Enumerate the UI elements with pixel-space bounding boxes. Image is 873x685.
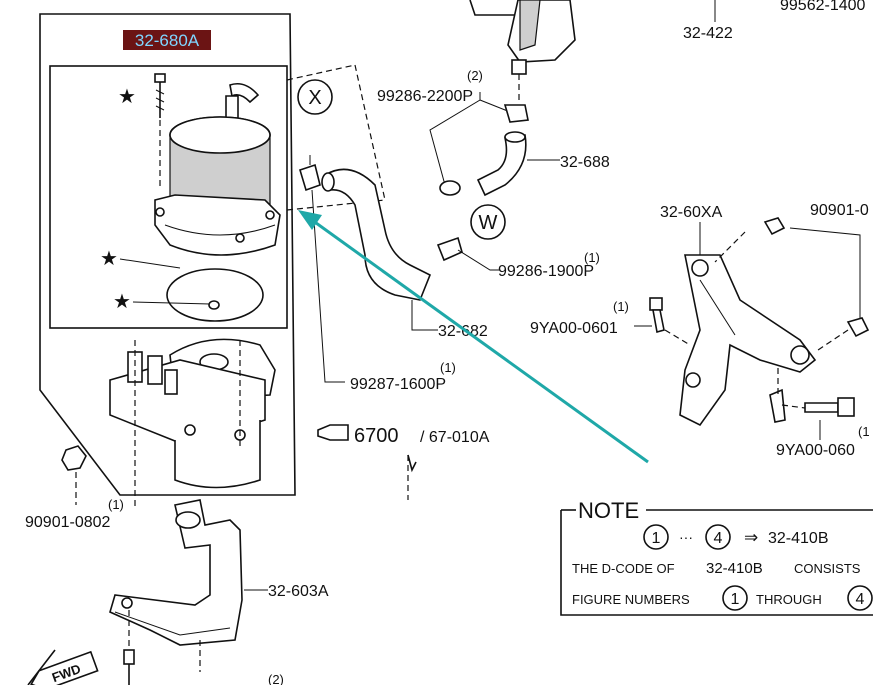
- note-dots: ···: [679, 529, 693, 545]
- note-box: NOTE 1 ··· 4 ⇒ 32-410B THE D-CODE OF 32-…: [560, 498, 873, 616]
- bracket-32-60xa[interactable]: [679, 254, 817, 427]
- hose-32-682[interactable]: [299, 163, 432, 301]
- label-99286-1900p[interactable]: 99286-1900P: [498, 263, 594, 280]
- header-code-background: [123, 30, 211, 50]
- nut[interactable]: [763, 217, 786, 236]
- qty-9ya00-060: (1: [858, 424, 870, 439]
- motor-pump[interactable]: [154, 82, 281, 256]
- hose-32-688[interactable]: [476, 131, 527, 197]
- qty-9ya00-0601: (1): [613, 299, 629, 314]
- label-99286-2200p[interactable]: 99286-2200P: [377, 88, 473, 105]
- note-line2-a: THE D-CODE OF: [572, 561, 675, 576]
- label-99562[interactable]: 99562-1400: [780, 0, 866, 14]
- label-6700[interactable]: 6700: [354, 425, 399, 447]
- star-icon: ★: [118, 86, 136, 108]
- callout-x[interactable]: X: [297, 79, 333, 115]
- qty-99287: (1): [440, 360, 456, 375]
- subassembly-box: [49, 65, 288, 329]
- connector-icon: [317, 424, 349, 441]
- label-32-60xa[interactable]: 32-60XA: [660, 204, 723, 221]
- bolt-9ya00-060[interactable]: [769, 388, 855, 423]
- reservoir-32-422[interactable]: [469, 0, 576, 100]
- note-target[interactable]: 32-410B: [768, 530, 829, 547]
- pointer-arrow: [298, 210, 649, 464]
- label-9ya00-060[interactable]: 9YA00-060: [776, 442, 855, 459]
- label-32-688[interactable]: 32-688: [560, 154, 610, 171]
- note-circle-4: 4: [714, 530, 723, 547]
- svg-text:W: W: [479, 212, 498, 234]
- qty-99286-1900: (1): [584, 250, 600, 265]
- callout-w[interactable]: W: [470, 204, 506, 240]
- bolt-9ya00-0601[interactable]: [649, 297, 665, 334]
- hydraulic-unit[interactable]: [109, 338, 276, 510]
- note-line3-b: 1: [731, 591, 740, 608]
- assembly-32-680a: 32-680A ★ ★ ★: [39, 13, 296, 510]
- note-circle-1: 1: [652, 530, 661, 547]
- hose-clamp[interactable]: [436, 236, 463, 262]
- note-line2-b[interactable]: 32-410B: [706, 560, 763, 577]
- label-67-010a[interactable]: / 67-010A: [420, 429, 490, 446]
- qty-99286-2200: (2): [467, 68, 483, 83]
- note-arrow: ⇒: [744, 528, 758, 547]
- label-9ya00-0601[interactable]: 9YA00-0601: [530, 320, 618, 337]
- svg-text:X: X: [308, 87, 321, 109]
- bracket-32-603a[interactable]: [109, 499, 243, 646]
- qty-90901-0802: (1): [108, 497, 124, 512]
- header-code[interactable]: 32-680A: [135, 31, 200, 50]
- gasket[interactable]: [166, 268, 264, 322]
- qty-bottom: (2): [268, 672, 284, 685]
- label-32-682[interactable]: 32-682: [438, 323, 488, 340]
- note-line3-a: FIGURE NUMBERS: [572, 592, 690, 607]
- label-99287-1600p[interactable]: 99287-1600P: [350, 376, 446, 393]
- note-line3-c: THROUGH: [756, 592, 822, 607]
- label-32-603a[interactable]: 32-603A: [268, 583, 329, 600]
- note-line2-c: CONSISTS: [794, 561, 861, 576]
- note-title: NOTE: [578, 498, 639, 523]
- star-icon: ★: [113, 291, 131, 313]
- hose-clamp[interactable]: [439, 180, 461, 196]
- note-line3-d: 4: [856, 591, 865, 608]
- label-90901-top[interactable]: 90901-0: [810, 202, 869, 219]
- label-90901-0802[interactable]: 90901-0802: [25, 514, 111, 531]
- nut[interactable]: [846, 317, 870, 338]
- star-icon: ★: [100, 248, 118, 270]
- bolt-bottom[interactable]: [123, 649, 135, 685]
- fwd-arrow-icon: FWD: [30, 650, 99, 685]
- hose-clamp[interactable]: [503, 104, 529, 123]
- label-32-422[interactable]: 32-422: [683, 25, 733, 42]
- nut-90901-0802[interactable]: [61, 445, 87, 471]
